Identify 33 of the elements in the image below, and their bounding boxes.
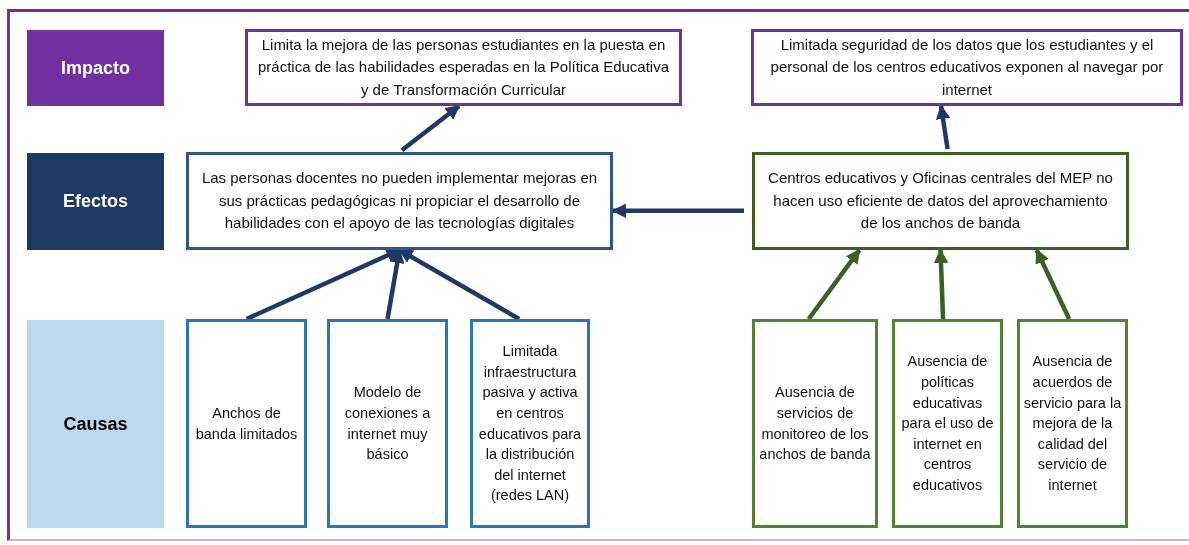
arrow <box>1034 248 1072 320</box>
box-text: Anchos de banda limitados <box>194 403 299 444</box>
cause-box <box>752 319 878 528</box>
cause-box <box>470 319 590 528</box>
category-label <box>27 153 164 250</box>
box-text: Limitada seguridad de los datos que los estudiantes y el personal de los centros educativos exponen al navegar por internet <box>769 34 1165 100</box>
box-text: Ausencia de servicios de monitoreo de los anchos de banda <box>758 383 872 465</box>
category-label <box>27 320 164 528</box>
impact-box <box>245 29 682 106</box>
category-label <box>27 30 164 106</box>
cause-box <box>892 319 1003 528</box>
category-text: Impacto <box>61 56 130 80</box>
arrow <box>935 104 951 150</box>
box-text: Limita la mejora de las personas estudiantes en la puesta en práctica de las habilidades esperadas en la Política Educativa y de Transformación Curricular <box>256 34 671 100</box>
arrow <box>611 203 744 218</box>
arrow <box>400 104 461 152</box>
category-text: Causas <box>63 412 128 436</box>
box-text: Ausencia de acuerdos de servicio para la mejora de la calidad del servicio de internet <box>1022 352 1123 495</box>
arrow <box>806 248 862 321</box>
cause-box <box>327 319 448 528</box>
box-text: Ausencia de políticas educativas para el uso de internet en centros educativos <box>900 352 995 495</box>
arrow <box>398 248 521 321</box>
box-text: Centros educativos y Oficinas centrales del MEP no hacen uso eficiente de datos del aprovechamiento de los anchos de banda <box>767 168 1114 234</box>
cause-box <box>186 319 307 528</box>
box-text: Limitada infraestructura pasiva y activa en centros educativos para la distribución del internet (redes LAN) <box>477 342 583 506</box>
box-text: Las personas docentes no pueden implementar mejoras en sus prácticas pedagógicas ni propiciar el desarrollo de habilidades con el apoyo de las tecnologías digitales <box>200 168 599 234</box>
arrow <box>933 248 949 320</box>
box-text: Modelo de conexiones a internet muy básico <box>343 383 432 465</box>
effect-box <box>186 152 613 250</box>
impact-box <box>751 29 1183 106</box>
effect-box <box>752 152 1129 250</box>
category-text: Efectos <box>63 190 128 213</box>
cause-box <box>1017 319 1128 528</box>
